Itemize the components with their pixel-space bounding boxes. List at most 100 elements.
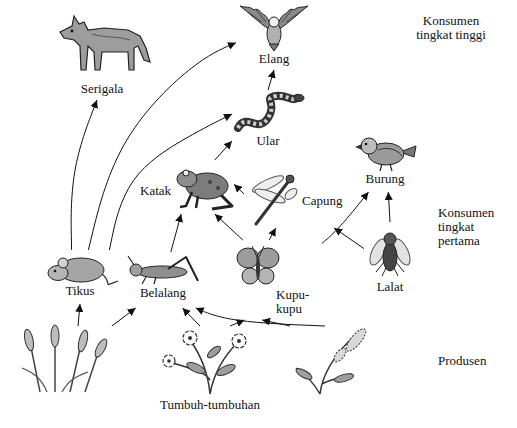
spike-plant-leaf — [333, 372, 354, 384]
organism-label: Katak — [140, 184, 180, 198]
organism-node: Ular — [232, 90, 304, 150]
frog-head — [177, 171, 197, 187]
wheat-head — [93, 337, 109, 358]
food-arrow — [215, 141, 232, 160]
organism-node: Kupu-kupu — [234, 240, 322, 320]
label-anchor: Konsumen tingkat pertama — [438, 206, 504, 248]
food-arrow — [215, 214, 243, 240]
organism-node: Serigala — [52, 8, 152, 100]
organism-node: Burung — [352, 134, 418, 192]
food-arrow — [71, 100, 97, 250]
plant-flower — [232, 334, 246, 348]
organism-label: Lalat — [364, 280, 416, 294]
trophic-level-label: Konsumen tingkat tinggi — [406, 14, 496, 42]
food-arrow — [112, 308, 136, 326]
bird-beak — [355, 144, 362, 150]
bird-eye — [365, 143, 368, 146]
plant-leaf — [215, 362, 237, 378]
food-arrow — [230, 320, 245, 326]
organism-node: Lalat — [364, 222, 416, 298]
organism-label: Tumbuh-tumbuhan — [160, 398, 280, 412]
food-arrow — [183, 308, 201, 326]
food-arrow — [234, 184, 244, 194]
plant-flower-center — [167, 359, 171, 363]
food-arrow — [196, 308, 325, 326]
snake-drawing — [238, 96, 297, 128]
organism-label: Capung — [302, 194, 348, 208]
organism-label: Elang — [236, 52, 312, 66]
snake-head — [294, 95, 304, 102]
fly-body — [383, 243, 397, 271]
organism-label: Tikus — [38, 284, 122, 298]
organism-node: Elang — [236, 2, 312, 70]
producer-group-node: Tumbuh-tumbuhan — [10, 326, 390, 418]
bird-legs — [380, 164, 392, 171]
grasshopper-body — [137, 266, 187, 278]
fly-legs — [376, 262, 404, 276]
food-arrow — [334, 228, 364, 249]
food-arrow — [262, 320, 290, 326]
bird-wing — [378, 148, 402, 156]
grasshopper-hind-leg — [168, 257, 198, 281]
food-arrow — [268, 70, 274, 90]
plant-flower-center — [188, 336, 192, 340]
butterfly-wing — [258, 268, 274, 284]
plant-flower-center — [237, 339, 241, 343]
food-arrow — [171, 214, 181, 252]
wheat-stalks — [30, 334, 100, 392]
organism-node: Tikus — [38, 250, 122, 304]
spike-plant-stems — [296, 338, 352, 394]
fly-head — [384, 233, 396, 245]
wheat-head — [76, 329, 89, 352]
trophic-level-label: Produsen — [438, 354, 508, 368]
organism-label: Belalang — [124, 286, 202, 300]
food-arrow — [88, 43, 236, 250]
mouse-eye — [54, 270, 57, 273]
grasshopper-legs — [128, 256, 156, 284]
grasshopper-head — [130, 264, 142, 276]
butterfly-wing — [257, 248, 279, 268]
organism-label: Kupu-kupu — [276, 288, 320, 316]
spike-plant-flowers — [343, 326, 369, 354]
frog-eye — [183, 170, 189, 176]
plant-flower — [183, 331, 197, 345]
organism-label: Burung — [352, 172, 418, 186]
mouse-ear — [58, 258, 68, 268]
spike-plant-leaf — [294, 366, 313, 381]
butterfly-wing — [237, 248, 259, 268]
trophic-level-label: Konsumen tingkat pertama — [438, 206, 504, 248]
label-anchor: Konsumen tingkat tinggi — [406, 14, 496, 42]
coyote-drawing — [60, 16, 150, 70]
dragonfly-wing — [283, 186, 299, 201]
organism-node: Capung — [244, 166, 350, 228]
dragonfly-body — [256, 182, 288, 224]
plant-flower — [163, 355, 175, 367]
hawk-head — [269, 17, 279, 27]
wheat-head — [51, 325, 59, 347]
dragonfly-head — [286, 175, 294, 183]
food-arrow — [388, 192, 390, 222]
food-arrow — [109, 114, 232, 250]
wheat-leaves — [22, 368, 88, 392]
butterfly-body — [256, 256, 260, 280]
frog-spot — [216, 186, 220, 190]
organism-node: Belalang — [124, 252, 202, 308]
mouse-tail — [102, 274, 118, 285]
frog-spot — [208, 180, 212, 184]
organism-label: Serigala — [52, 82, 152, 96]
spike-plant-flowers — [332, 346, 348, 363]
label-anchor: Produsen — [438, 354, 508, 368]
organism-node: Katak — [138, 160, 234, 214]
coyote-eye — [71, 30, 74, 33]
organism-label: Ular — [232, 134, 304, 148]
frog-front-leg — [180, 192, 198, 208]
butterfly-antennae — [252, 246, 264, 257]
plant-leaf — [185, 360, 207, 376]
snake-pattern — [238, 96, 297, 128]
plant-leaf — [206, 344, 223, 360]
plant-stems — [170, 340, 238, 394]
food-arrow — [78, 304, 80, 326]
wheat-head — [23, 328, 35, 351]
